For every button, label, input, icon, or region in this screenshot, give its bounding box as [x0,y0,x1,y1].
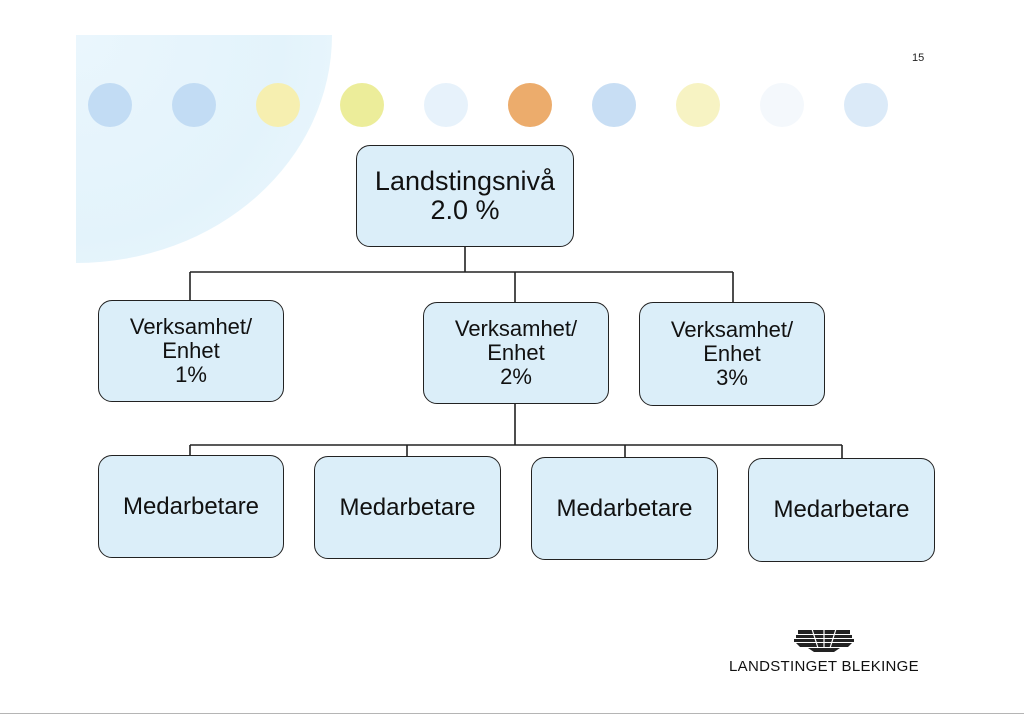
node-unit-1: Verksamhet/ Enhet 1% [98,300,284,402]
node-employee-3: Medarbetare [531,457,718,560]
node-employee-4: Medarbetare [748,458,935,562]
decorative-dot-5 [424,83,468,127]
decorative-dot-7 [592,83,636,127]
node-landstingsniva: Landstingsnivå 2.0 % [356,145,574,247]
decorative-dot-10 [844,83,888,127]
decorative-dot-3 [256,83,300,127]
page-number: 15 [912,52,925,64]
node-unit-3: Verksamhet/ Enhet 3% [639,302,825,406]
node-unit-3-line-2: Enhet [703,341,761,367]
node-unit-1-line-3: 1% [175,361,207,387]
landstinget-ship-icon [794,628,854,652]
decorative-dot-6 [508,83,552,127]
node-unit-2-line-2: Enhet [487,340,545,366]
node-unit-3-line-3: 3% [716,364,748,390]
decorative-dot-2 [172,83,216,127]
node-unit-3-line-1: Verksamhet/ [670,317,794,343]
node-employee-2-label: Medarbetare [339,493,476,521]
node-root-line-1: Landstingsnivå [374,165,556,196]
node-unit-2: Verksamhet/ Enhet 2% [423,302,609,404]
node-employee-3-label: Medarbetare [556,494,693,522]
node-employee-1-label: Medarbetare [122,492,260,520]
decorative-dot-1 [88,83,132,127]
node-unit-2-line-1: Verksamhet/ [454,316,578,342]
bottom-rule [0,713,1024,714]
landstinget-logo: LANDSTINGET BLEKINGE [724,624,924,684]
decorative-dot-8 [676,83,720,127]
node-root-line-2: 2.0 % [430,195,500,225]
node-employee-4-label: Medarbetare [773,496,910,524]
node-unit-2-line-3: 2% [500,363,532,389]
node-employee-2: Medarbetare [314,456,501,559]
node-unit-1-line-1: Verksamhet/ [129,314,253,340]
node-unit-1-line-2: Enhet [162,338,220,364]
logo-text: LANDSTINGET BLEKINGE [729,658,919,675]
decorative-dot-4 [340,83,384,127]
node-employee-1: Medarbetare [98,455,284,558]
decorative-dot-9 [760,83,804,127]
